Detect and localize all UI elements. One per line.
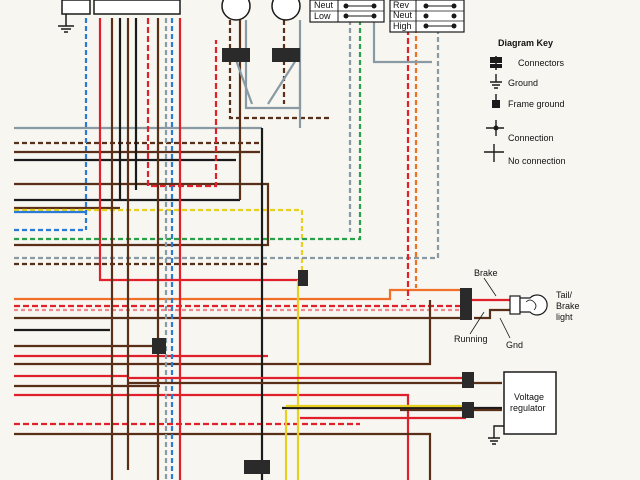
lamp-circles xyxy=(221,0,301,21)
wire-gray-v19 xyxy=(372,20,432,64)
connectors xyxy=(152,48,474,474)
wire-brown-v22 xyxy=(474,308,512,320)
switch-right-row1: Rev xyxy=(393,0,410,10)
lamp-wires xyxy=(228,20,330,128)
regulator-label-1: Voltage xyxy=(514,392,544,402)
tail-label-2: Brake xyxy=(556,301,580,311)
wire-red-v2 xyxy=(98,18,298,282)
key-ground-label: Ground xyxy=(508,78,538,88)
running-label: Running xyxy=(454,334,488,344)
wire-yellow-dash-h8 xyxy=(14,208,304,284)
key-connection-icon xyxy=(486,120,504,136)
key-connection-label: Connection xyxy=(508,133,554,143)
wire-gray-lamp3 xyxy=(234,59,297,105)
regulator-label-2: regulator xyxy=(510,403,546,413)
bulb-socket xyxy=(509,295,521,315)
wire-orange-h14 xyxy=(14,288,460,301)
key-title: Diagram Key xyxy=(498,38,553,48)
horizontal-wires xyxy=(14,20,462,480)
top-left-component xyxy=(58,0,181,33)
wire-red-h24 xyxy=(14,393,410,480)
key-frame-ground-icon xyxy=(492,94,500,108)
switch-box-left: Neut Low xyxy=(309,0,385,23)
key-ground-icon xyxy=(490,74,502,89)
tail-brake-light: Brake Running Gnd Tail/ Brake light xyxy=(454,268,580,350)
switch-box-right: Rev Neut High xyxy=(389,0,465,33)
key-connectors-label: Connectors xyxy=(518,58,565,68)
switch-left-row1: Neut xyxy=(314,0,334,10)
regulator-ground-icon xyxy=(488,425,504,445)
wire-brown-h5 xyxy=(14,182,270,247)
gnd-label: Gnd xyxy=(506,340,523,350)
bulb-icon xyxy=(519,294,548,316)
key-no-connection-label: No connection xyxy=(508,156,566,166)
diagram-key: Diagram Key Connectors Ground Frame grou… xyxy=(484,38,566,166)
switch-left-row2: Low xyxy=(314,11,331,21)
voltage-regulator: Voltage regulator xyxy=(488,371,557,445)
tail-label-1: Tail/ xyxy=(556,290,573,300)
switch-right-row2: Neut xyxy=(393,10,413,20)
wire-gray-lamp1 xyxy=(244,20,302,110)
wire-green-dash-h11 xyxy=(14,20,362,241)
wire-brown-h21 xyxy=(14,300,432,366)
brake-label: Brake xyxy=(474,268,498,278)
key-frame-ground-label: Frame ground xyxy=(508,99,565,109)
key-no-connection-icon xyxy=(484,144,504,162)
switch-right-row3: High xyxy=(393,21,412,31)
wire-brown-h26 xyxy=(14,432,432,480)
tail-label-3: light xyxy=(556,312,573,322)
key-connectors-icon xyxy=(490,56,502,70)
wire-red-dash-v7 xyxy=(146,18,218,188)
wire-gray-dash-h12 xyxy=(14,20,440,260)
